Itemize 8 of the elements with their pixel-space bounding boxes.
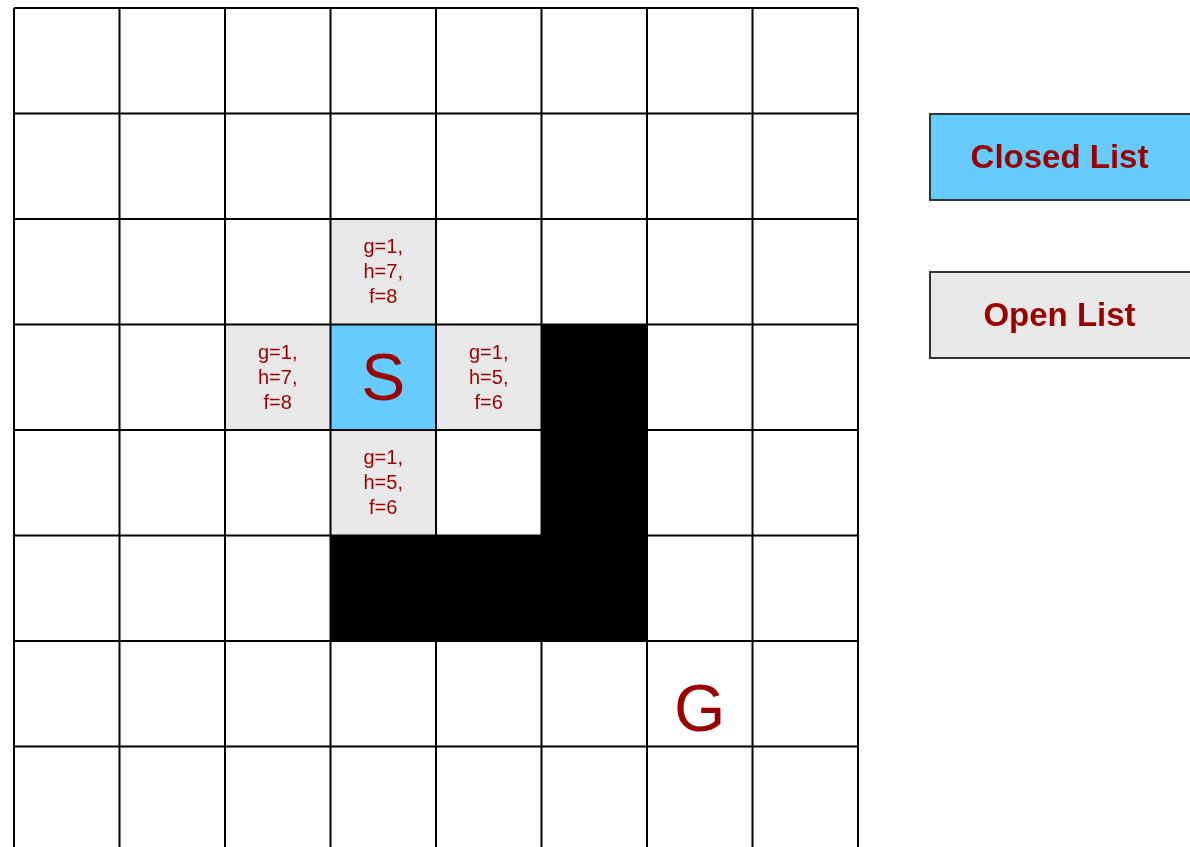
legend-text: Open List — [983, 296, 1136, 334]
cost-text: g=1, h=7, f=8 — [257, 339, 299, 415]
cell-letter: G — [674, 672, 726, 743]
cost-text: g=1, h=5, f=6 — [362, 445, 404, 521]
cost-text: g=1, h=7, f=8 — [362, 234, 404, 310]
cost-text: g=1, h=5, f=6 — [468, 339, 510, 415]
cell-letter: S — [361, 342, 406, 413]
legend-text: Closed List — [970, 138, 1149, 176]
